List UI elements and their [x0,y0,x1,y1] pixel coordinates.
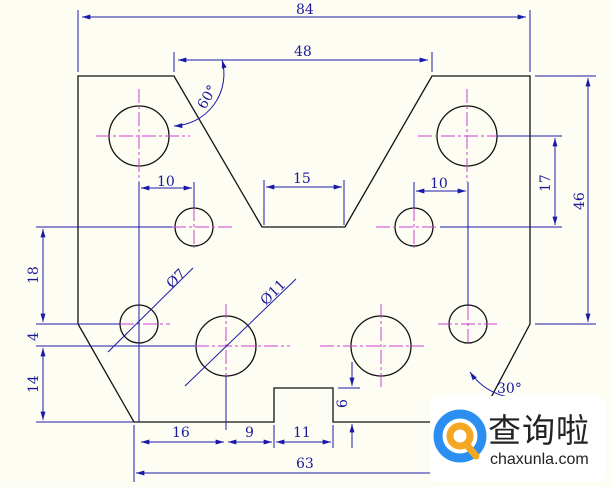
dimension-lines [36,10,596,482]
holes [108,105,498,377]
watermark-url: chaxunla.com [490,451,589,468]
dim-16: 16 [172,425,190,441]
dim-angle-60: 60° [195,82,221,112]
dim-84: 84 [296,2,314,18]
dim-17: 17 [538,174,554,192]
dim-15: 15 [293,171,311,187]
dim-dia-7: Ø7 [164,266,190,292]
dim-11: 11 [293,425,311,441]
dim-10-right: 10 [430,176,448,192]
dim-14: 14 [26,375,42,393]
dim-4: 4 [26,332,42,341]
part-outline [77,75,531,423]
watermark-brand: 查询啦 [488,411,590,450]
dim-angle-30: 30° [497,381,522,397]
dim-63: 63 [296,456,314,472]
dim-48: 48 [294,44,312,60]
dim-6: 6 [335,399,351,408]
dim-46: 46 [572,192,588,210]
dim-dia-11: Ø11 [258,277,290,309]
watermark-logo: 查询啦 chaxunla.com [430,396,606,482]
dim-9: 9 [245,425,254,441]
dim-18: 18 [26,266,42,284]
search-logo-icon [433,409,487,463]
dim-10-left: 10 [157,174,175,190]
centerlines [96,89,512,388]
